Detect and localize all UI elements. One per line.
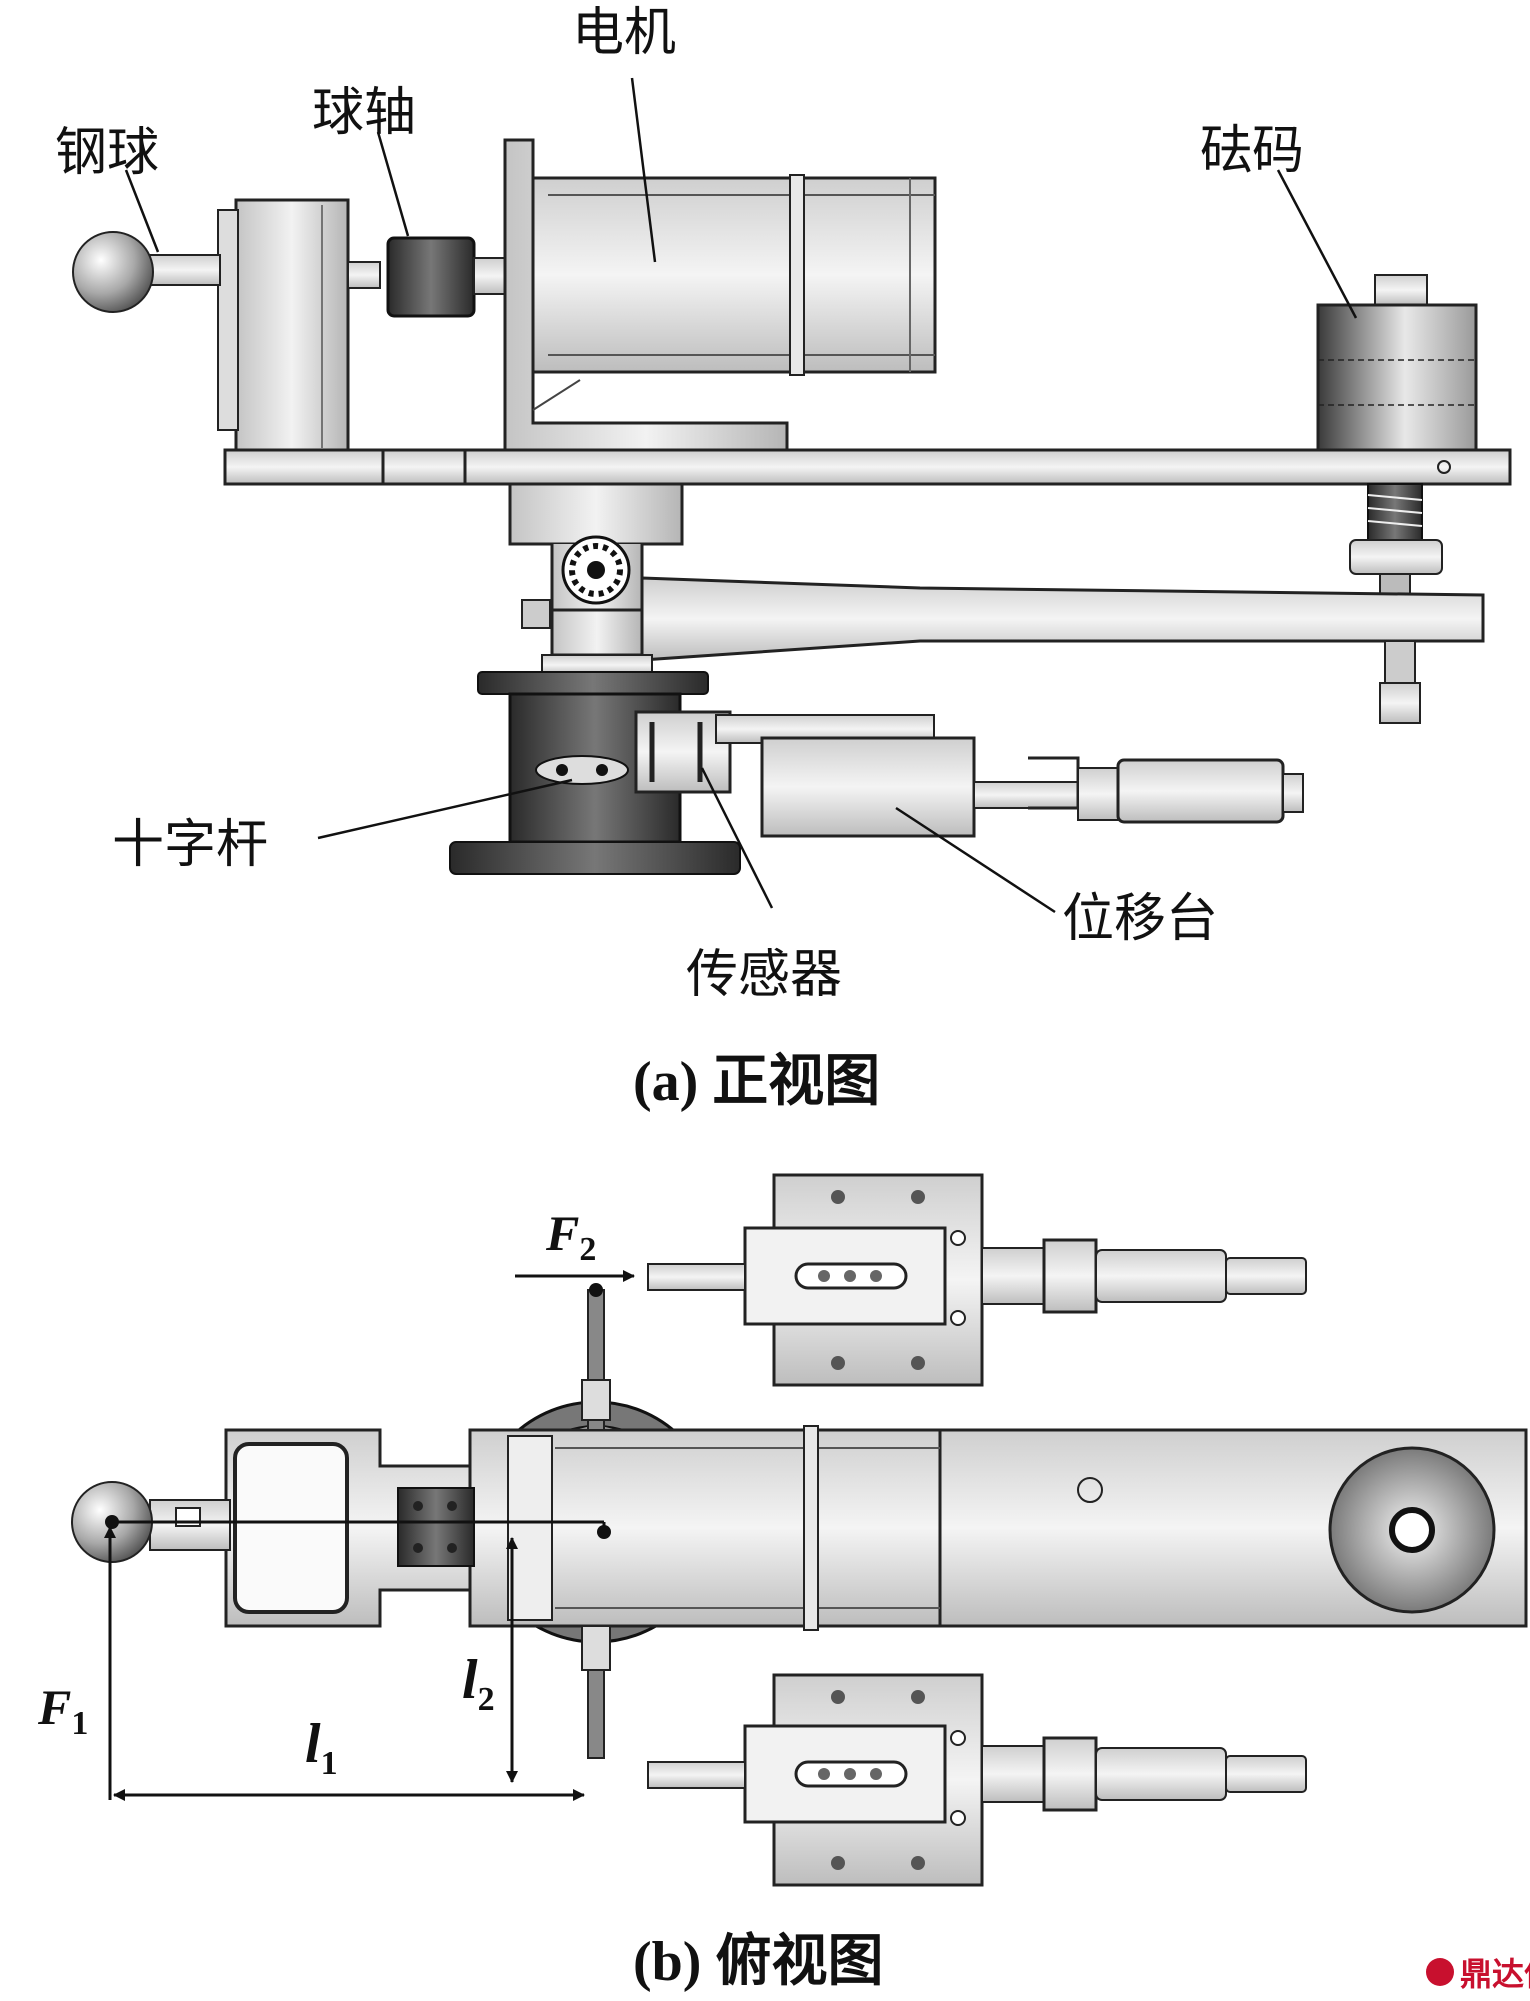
micrometer-lower: [1095, 1747, 1227, 1801]
lower-stage-top: [647, 1673, 1307, 1887]
label-cross-rod: 十字杆: [112, 815, 268, 875]
watermark-text: 鼎达信: [1460, 1955, 1530, 1993]
base-plate: [223, 448, 1512, 486]
annotation-lines: [104, 1270, 635, 1801]
caption-front-view: (a) 正视图: [633, 1051, 880, 1113]
top-view: F1 F2 l1 l2 (b) 俯视图: [37, 1173, 1528, 1993]
caption-top-view: (b) 俯视图: [633, 1931, 883, 1993]
label-f2: F2: [545, 1205, 596, 1268]
weight-stack: [1316, 274, 1478, 452]
front-view: 钢球 球轴 电机 砝码 十字杆 传感器 位移台 (a) 正视图: [55, 3, 1512, 1113]
displacement-stage: [760, 736, 1304, 838]
brand-seal-icon: [1426, 1958, 1454, 1986]
label-sensor: 传感器: [686, 945, 842, 1005]
motor-body: [531, 176, 937, 374]
label-l2: l2: [462, 1649, 495, 1718]
label-ball-shaft: 球轴: [312, 83, 416, 143]
ball-holder-block: [234, 198, 350, 452]
steel-ball: [72, 231, 154, 313]
spring: [1349, 483, 1443, 595]
micrometer-front: [1116, 758, 1285, 824]
label-f1: F1: [37, 1679, 88, 1742]
label-l1: l1: [305, 1713, 338, 1782]
motor-bracket: [503, 138, 789, 452]
label-stage: 位移台: [1062, 889, 1218, 949]
lever-arm: [640, 576, 1485, 662]
leader-lines-front: [124, 77, 1358, 914]
label-motor: 电机: [572, 3, 676, 63]
coupling-top: [397, 1487, 475, 1567]
label-weight: 砝码: [1200, 121, 1304, 181]
watermark: 鼎达信: [1426, 1955, 1530, 1993]
shaft-coupling: [386, 236, 476, 318]
micrometer-upper: [1095, 1249, 1227, 1303]
upper-stage-top: [647, 1173, 1307, 1387]
label-steel-ball: 钢球: [55, 123, 159, 183]
